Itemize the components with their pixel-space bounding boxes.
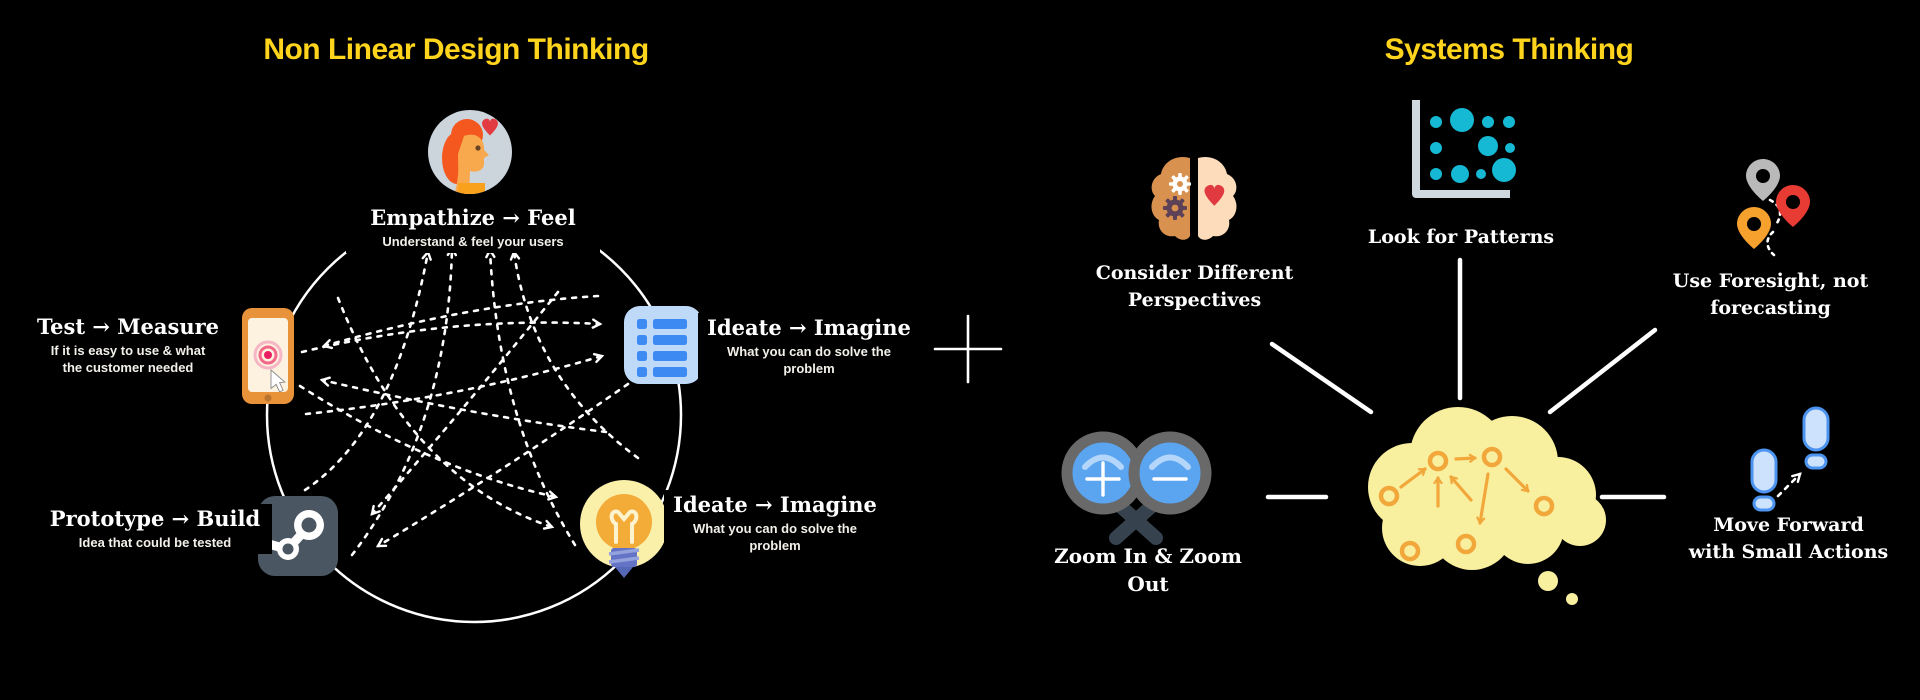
- ideate-list-subtitle-line2: problem: [783, 360, 835, 376]
- empathize-subtitle: Understand & feel your users: [382, 234, 564, 249]
- heart-icon: [1204, 184, 1225, 206]
- left-section-title: Non Linear Design Thinking: [263, 33, 649, 66]
- small-actions-label-line1: Move Forward: [1713, 514, 1864, 536]
- zoom-label: Zoom In & Zoom Out: [1042, 542, 1254, 598]
- gear-icon: [1163, 173, 1191, 220]
- perspectives-label: Consider Different Perspectives: [1092, 260, 1297, 313]
- zoom-in-lens: [1061, 431, 1145, 515]
- prototype-node-label: Prototype → Build Idea that could be tes…: [38, 504, 272, 554]
- test-subtitle-line1: If it is easy to use & what: [50, 343, 206, 358]
- patterns-label: Look for Patterns: [1356, 224, 1566, 251]
- red-pin: [1776, 185, 1810, 227]
- gray-pin: [1746, 159, 1780, 201]
- ideate-list-node-label: Ideate → Imagine What you can do solve t…: [698, 313, 920, 380]
- empathize-node-label: Empathize → Feel Understand & feel your …: [346, 203, 600, 253]
- zoom-out-lens: [1128, 431, 1212, 515]
- foresight-label: Use Foresight, not forecasting: [1668, 268, 1873, 321]
- prototype-subtitle: Idea that could be tested: [78, 535, 232, 550]
- orange-pin: [1737, 207, 1771, 249]
- patterns-label-line1: Look for Patterns: [1367, 226, 1555, 248]
- test-subtitle-line2: the customer needed: [62, 359, 194, 375]
- cloud-network-arrows: [1399, 453, 1530, 525]
- steam-prototype-icon: [258, 496, 338, 576]
- cloud-network-nodes: [1378, 446, 1555, 562]
- zoom-label-line1: Zoom In & Zoom Out: [1054, 544, 1242, 596]
- small-actions-label-line2: with Small Actions: [1688, 540, 1889, 563]
- test-title: Test → Measure: [36, 314, 220, 339]
- ideate-bulb-subtitle-line2: problem: [749, 537, 801, 553]
- ideate-list-title: Ideate → Imagine: [707, 315, 911, 340]
- brain-halves-icon: [1151, 156, 1237, 240]
- systems-radiating-lines: [1265, 257, 1667, 500]
- small-actions-label: Move Forward with Small Actions: [1686, 512, 1891, 565]
- phone-test-icon: [242, 308, 294, 404]
- nonlinear-dashed-arrows: [298, 245, 640, 557]
- foresight-label-line1: Use Foresight, not: [1672, 270, 1869, 292]
- ideate-bulb-title: Ideate → Imagine: [673, 492, 877, 517]
- footprints-icon: [1750, 406, 1830, 512]
- empathize-title: Empathize → Feel: [370, 205, 576, 230]
- magnifiers-zoom-icon: [1061, 431, 1212, 545]
- right-section-title: Systems Thinking: [1384, 33, 1634, 66]
- perspectives-label-line2: Perspectives: [1127, 288, 1262, 311]
- right-footprint: [1802, 406, 1830, 452]
- prototype-title: Prototype → Build: [49, 506, 261, 531]
- foresight-label-line2: forecasting: [1710, 296, 1831, 319]
- test-node-label: Test → Measure If it is easy to use & wh…: [20, 312, 236, 379]
- thought-cloud-icon: [1368, 407, 1606, 605]
- ideate-list-subtitle-line1: What you can do solve the: [727, 344, 891, 359]
- scatter-plot-icon: [1412, 100, 1516, 198]
- ideate-bulb-subtitle-line1: What you can do solve the: [693, 521, 857, 536]
- ideate-bulb-node-label: Ideate → Imagine What you can do solve t…: [664, 490, 886, 557]
- left-footprint: [1750, 448, 1778, 494]
- map-pins-path-icon: [1737, 159, 1810, 257]
- empathy-head-heart-icon: [428, 110, 512, 194]
- plus-divider-icon: [933, 314, 1003, 384]
- perspectives-label-line1: Consider Different: [1095, 262, 1294, 284]
- cursor-icon: [270, 368, 286, 393]
- checklist-icon: [624, 306, 702, 384]
- lightbulb-icon: [580, 480, 668, 578]
